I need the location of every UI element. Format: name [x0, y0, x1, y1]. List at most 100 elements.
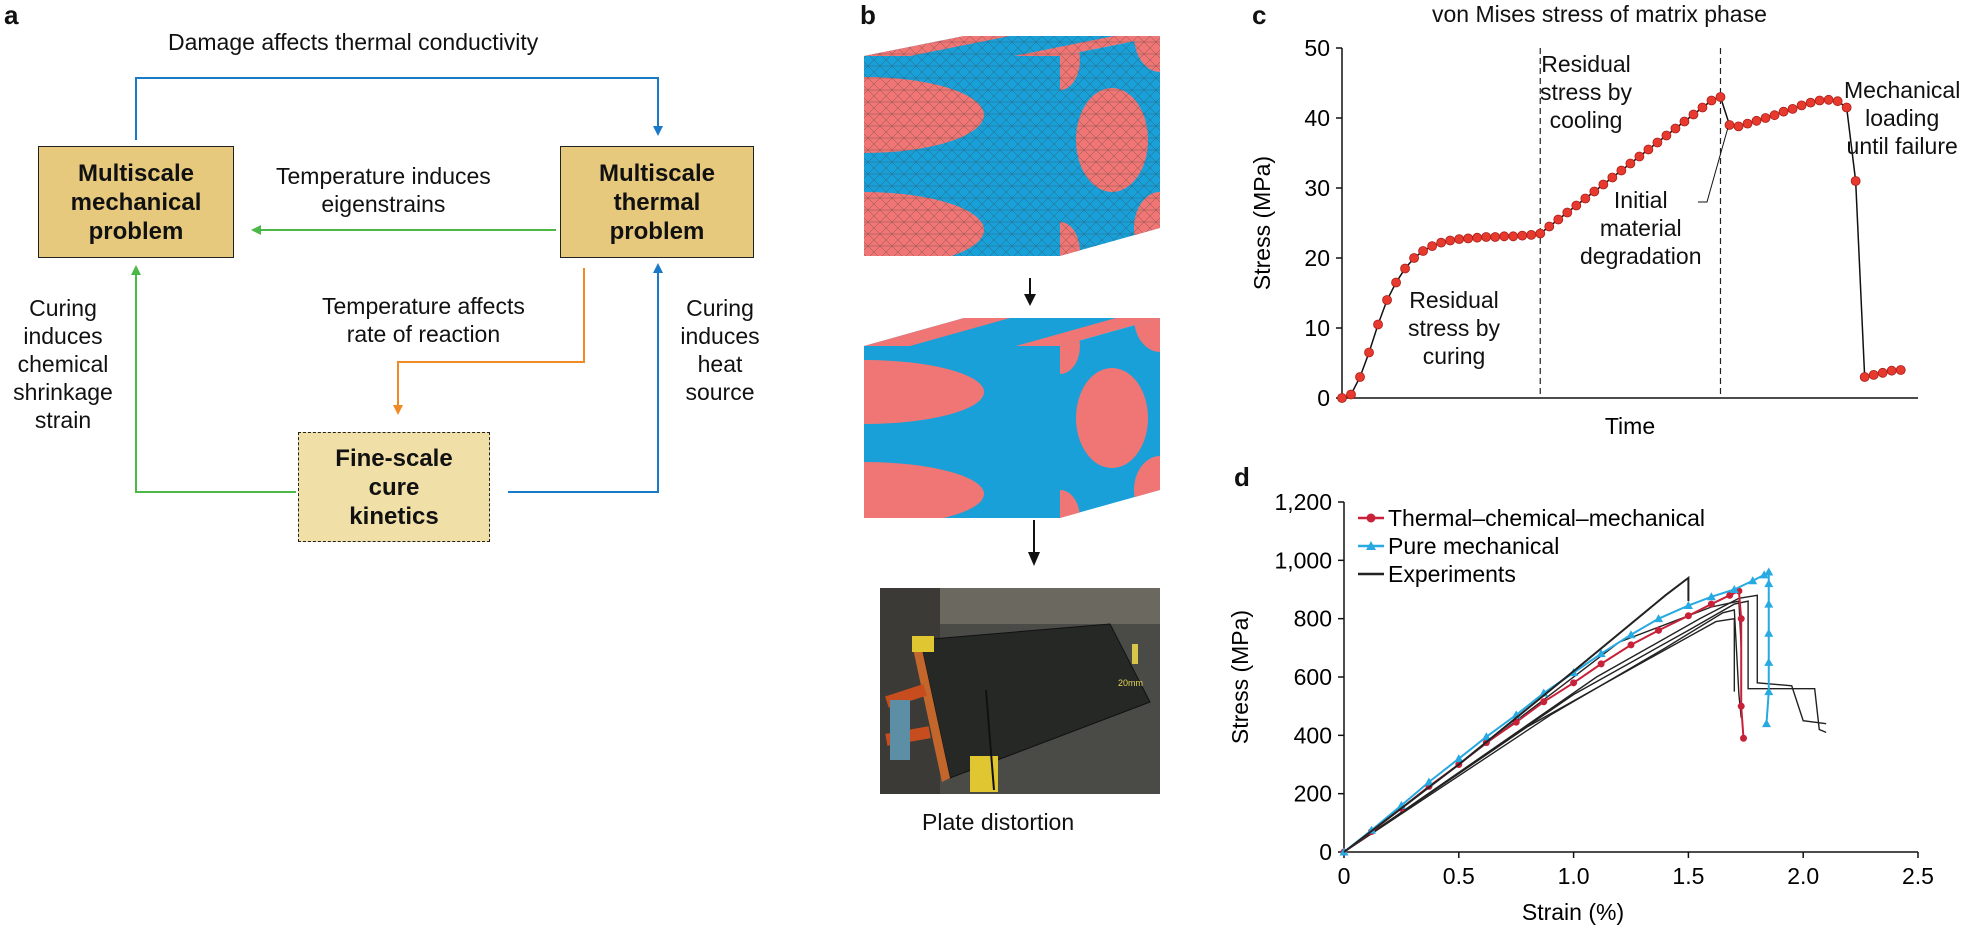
x-tick-label: 2.5 — [1902, 863, 1934, 889]
data-point — [1748, 576, 1758, 585]
data-point — [1540, 698, 1548, 706]
data-point — [1597, 660, 1605, 668]
experiment-curve — [1343, 594, 1827, 853]
data-point — [1481, 232, 1492, 242]
data-point — [1868, 369, 1879, 380]
panel-b-graphics: 20mm — [864, 36, 1160, 794]
y-tick-label: 1,200 — [1274, 489, 1332, 515]
data-point — [1832, 96, 1843, 107]
data-point — [1364, 347, 1374, 358]
chart-c-title: von Mises stress of matrix phase — [1432, 1, 1767, 27]
data-point — [1670, 123, 1681, 134]
arrow-heat — [508, 263, 663, 493]
data-point — [1769, 110, 1780, 121]
data-point — [1859, 372, 1870, 382]
data-point — [1661, 130, 1672, 141]
smooth-rve — [864, 318, 1160, 518]
series-line — [1343, 570, 1770, 853]
legend-label: Pure mechanical — [1388, 533, 1559, 559]
data-point — [1733, 121, 1744, 132]
data-point — [1627, 641, 1635, 649]
data-point — [1596, 649, 1606, 658]
arrow-rate — [393, 268, 585, 415]
data-point — [1355, 372, 1365, 382]
experiment-curve — [1343, 617, 1736, 853]
x-tick-label: 0.5 — [1443, 863, 1475, 889]
legend-marker — [1366, 513, 1376, 523]
data-point — [1472, 232, 1483, 243]
plate-distortion-photo: 20mm — [880, 588, 1160, 794]
data-point — [1895, 365, 1906, 375]
data-point — [1634, 151, 1645, 162]
data-point — [1688, 109, 1699, 120]
data-point — [1778, 106, 1789, 117]
data-point — [1337, 393, 1347, 403]
panel-a-letter: a — [4, 0, 19, 30]
series-line — [1343, 575, 1690, 853]
data-point — [1760, 113, 1771, 123]
x-tick-label: 1.5 — [1672, 863, 1704, 889]
data-point — [1508, 231, 1519, 242]
x-axis-label: Time — [1605, 413, 1655, 439]
y-tick-label: 0 — [1317, 385, 1330, 411]
data-point — [1418, 246, 1429, 256]
experiment-curve — [1343, 609, 1742, 853]
y-tick-label: 200 — [1294, 781, 1332, 807]
data-point — [1683, 601, 1693, 610]
data-point — [1764, 567, 1774, 576]
data-point — [1796, 100, 1807, 111]
data-point — [1436, 237, 1447, 248]
data-point — [1886, 365, 1897, 376]
data-point — [1643, 144, 1654, 155]
legend-marker — [1366, 541, 1376, 550]
data-point — [1346, 389, 1356, 400]
arrow-shrinkage — [131, 265, 296, 493]
arrow-damage — [135, 77, 663, 140]
y-tick-label: 800 — [1294, 606, 1332, 632]
panel-a-arrows — [131, 77, 663, 493]
panel-d-letter: d — [1234, 462, 1250, 492]
x-tick-label: 2.0 — [1787, 863, 1819, 889]
y-axis-label: Stress (MPa) — [1249, 156, 1275, 290]
data-point — [1707, 600, 1715, 608]
caption-plate-distortion: Plate distortion — [922, 809, 1075, 835]
data-point — [1499, 231, 1510, 242]
data-point — [1841, 102, 1852, 113]
data-point — [1706, 95, 1717, 106]
data-point — [1684, 612, 1692, 620]
x-tick-label: 0 — [1338, 863, 1351, 889]
data-point — [1877, 367, 1888, 378]
data-point — [1850, 176, 1861, 186]
data-point — [1580, 193, 1591, 204]
data-point — [1726, 591, 1734, 599]
data-point — [1697, 102, 1708, 113]
data-point — [1729, 585, 1739, 593]
data-point — [1764, 579, 1774, 588]
data-point — [1724, 120, 1735, 130]
legend-label: Thermal–chemical–mechanical — [1388, 505, 1705, 531]
data-point — [1589, 186, 1600, 197]
data-point — [1445, 235, 1456, 246]
legend-label: Experiments — [1388, 561, 1516, 587]
data-point — [1652, 137, 1663, 148]
data-point — [1607, 172, 1618, 183]
data-point — [1715, 92, 1726, 102]
data-point — [1553, 214, 1564, 225]
y-axis-label: Stress (MPa) — [1227, 610, 1253, 744]
data-point — [1805, 97, 1816, 108]
data-point — [1517, 230, 1528, 241]
data-point — [1764, 599, 1774, 608]
data-point — [1490, 232, 1501, 242]
photo-scale-label: 20mm — [1118, 678, 1143, 688]
data-point — [1616, 165, 1627, 176]
